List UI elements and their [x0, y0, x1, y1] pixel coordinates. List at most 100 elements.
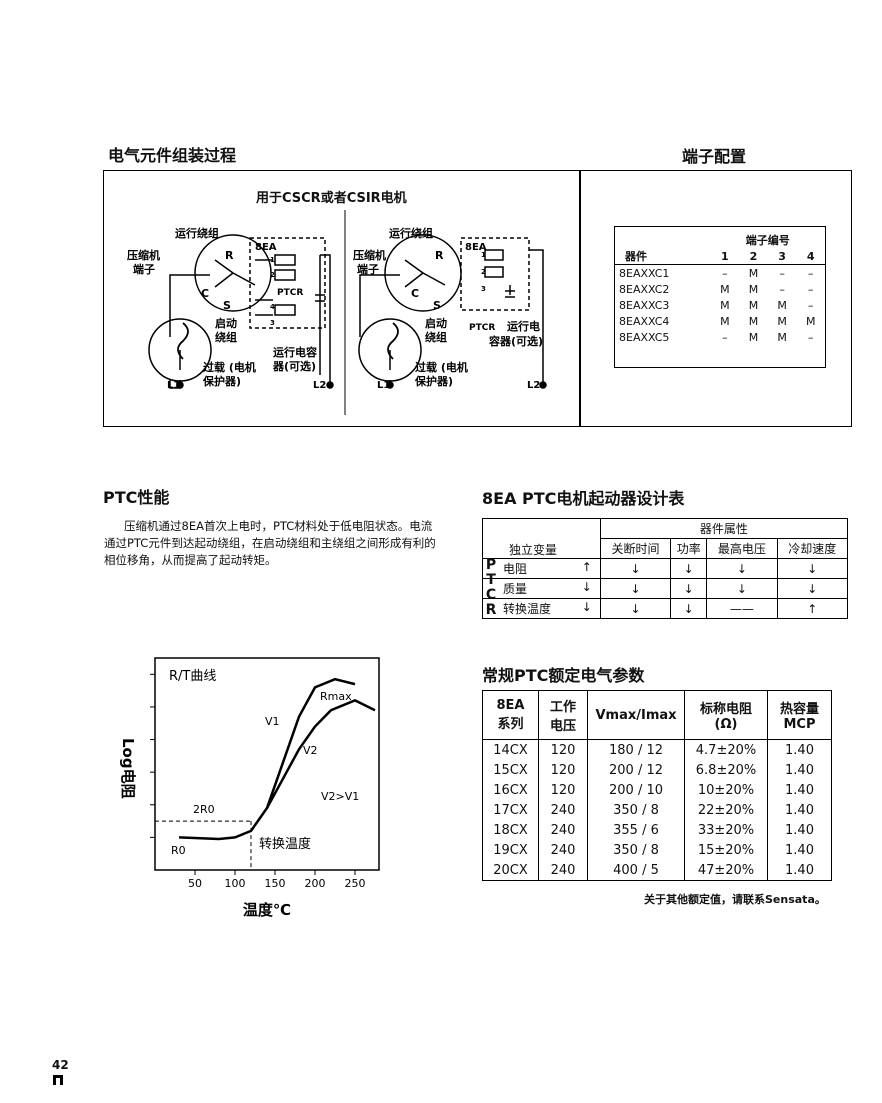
- right-comp-term2: 端子: [357, 262, 379, 276]
- elec-cell: 17CX: [482, 800, 539, 820]
- left-L1: L1: [167, 380, 180, 391]
- terminal-cell: M: [805, 314, 816, 328]
- terminal-cell: M: [720, 282, 730, 296]
- device-name: 8EAXXC3: [619, 298, 670, 312]
- device-name: 8EAXXC4: [619, 314, 670, 328]
- right-L2: L2: [527, 380, 540, 391]
- right-start-w2: 绕组: [425, 330, 447, 344]
- rt-xtick-label: 50: [188, 877, 202, 890]
- elec-cell: 200 / 12: [587, 760, 685, 780]
- left-8ea-box: [249, 237, 326, 329]
- design-col: 冷却速度: [776, 538, 849, 559]
- assembly-box: [103, 170, 852, 427]
- elec-cell: 240: [538, 840, 588, 860]
- elec-cell: 1.40: [767, 820, 832, 840]
- terminal-cell: M: [748, 282, 759, 296]
- left-n3: 3: [270, 319, 275, 327]
- left-ptcr-element: [274, 254, 296, 281]
- elec-cell: 240: [538, 800, 588, 820]
- terminal-config-title: 端子配置: [682, 147, 747, 166]
- elec-cell: 350 / 8: [587, 800, 685, 820]
- left-overload1: 过载 (电机: [203, 360, 256, 374]
- rt-title: R/T曲线: [169, 669, 216, 684]
- left-contact: [274, 304, 296, 316]
- elec-cell: 1.40: [767, 760, 832, 780]
- elec-cell: 22±20%: [684, 800, 768, 820]
- left-C: C: [201, 287, 209, 300]
- terminal-cell: M: [748, 298, 759, 312]
- ptc-paragraph: 压缩机通过8EA首次上电时，PTC材料处于低电阻状态。电流 通过PTC元件到达起…: [104, 518, 436, 569]
- right-n1: 1: [481, 251, 486, 259]
- elec-title: 常规PTC额定电气参数: [482, 666, 645, 685]
- elec-note: 关于其他额定值，请联系Sensata。: [644, 893, 826, 906]
- elec-cell: 355 / 6: [587, 820, 685, 840]
- left-L2: L2: [313, 380, 326, 391]
- design-title: 8EA PTC电机起动器设计表: [482, 489, 685, 508]
- right-C: C: [411, 287, 419, 300]
- left-n2: 2: [270, 271, 275, 279]
- terminal-cell: –: [722, 266, 728, 280]
- terminal-cell: M: [748, 266, 759, 280]
- design-cell: ↓: [670, 598, 708, 619]
- design-cell: ↓: [670, 578, 708, 599]
- terminal-cell: M: [777, 330, 787, 344]
- design-var: 质量↓: [499, 578, 601, 599]
- elec-cell: 4.7±20%: [684, 739, 768, 760]
- design-row: 转换温度↓↓↓——↑: [482, 598, 849, 619]
- ptcr-letter: T: [486, 572, 496, 588]
- left-overload2: 保护器): [202, 374, 241, 388]
- design-cell: ↓: [706, 578, 778, 599]
- assembly-title: 电气元件组装过程: [108, 146, 237, 165]
- terminal-cell: M: [777, 314, 787, 328]
- device-name: 8EAXXC5: [619, 330, 670, 344]
- page-number: 42: [52, 1058, 69, 1072]
- rt-xtick-label: 200: [305, 877, 326, 890]
- design-dir: ↑: [581, 560, 592, 574]
- rt-label-cond: V2>V1: [321, 790, 359, 803]
- terminal-header: 端子编号: [745, 234, 790, 247]
- rt-xtick-label: 250: [345, 877, 366, 890]
- ptcr-letter: C: [485, 587, 497, 603]
- rt-label-rmax: Rmax: [320, 690, 352, 703]
- attr-header: 器件属性: [599, 518, 849, 539]
- elec-cell: 120: [538, 780, 588, 800]
- elec-cell: 15±20%: [684, 840, 768, 860]
- design-row: 质量↓↓↓↓↓: [482, 578, 849, 599]
- ptcr-letters: P T C R: [484, 558, 498, 618]
- design-cell: ↓: [599, 598, 672, 619]
- left-comp-term1: 压缩机: [127, 248, 160, 262]
- design-cell: ——: [706, 598, 778, 619]
- terminal-cell: –: [779, 266, 785, 280]
- term-col: 2: [749, 249, 758, 263]
- rt-xtick-label: 100: [225, 877, 246, 890]
- wiring-diagram: 运行绕组 压缩机 端子 启动 绕组 过载 (电机 保护器) 运行电容 器(可选)…: [127, 210, 547, 415]
- rt-label-v2: V2: [303, 744, 318, 757]
- page-corner-mark: [53, 1075, 63, 1085]
- design-col: 关断时间: [599, 538, 672, 559]
- elec-cell: 1.40: [767, 739, 832, 760]
- left-wiring: [148, 234, 334, 389]
- design-row: 电阻↑↓↓↓↓: [482, 558, 849, 579]
- elec-cell: 400 / 5: [587, 860, 685, 881]
- elec-cell: 350 / 8: [587, 840, 685, 860]
- terminal-cell: –: [722, 330, 728, 344]
- right-R: R: [435, 249, 444, 262]
- elec-cell: 14CX: [482, 739, 539, 760]
- elec-cell: 1.40: [767, 860, 832, 881]
- term-col: 4: [806, 249, 815, 263]
- design-cell: ↑: [776, 598, 849, 619]
- elec-cell: 1.40: [767, 780, 832, 800]
- right-8ea: 8EA: [465, 242, 487, 253]
- left-comp-term2: 端子: [133, 262, 155, 276]
- design-table: 独立变量 器件属性 关断时间 功率 最高电压 冷却速度 电阻↑↓↓↓↓质量↓↓↓…: [482, 518, 849, 619]
- terminal-cell: –: [779, 282, 785, 296]
- elec-cell: 15CX: [482, 760, 539, 780]
- device-name: 8EAXXC1: [619, 266, 670, 280]
